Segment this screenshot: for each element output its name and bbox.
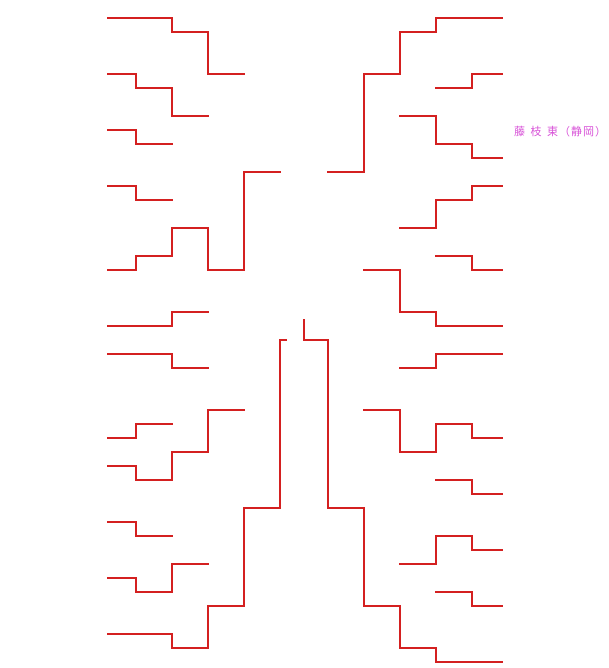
champion-label: 藤 枝 東（静岡） bbox=[514, 125, 607, 138]
bracket-line bbox=[399, 535, 503, 565]
bracket-line bbox=[107, 563, 209, 593]
bracket-line bbox=[327, 17, 503, 173]
bracket-line bbox=[435, 591, 503, 607]
bracket-line bbox=[363, 269, 503, 327]
bracket-line bbox=[435, 479, 503, 495]
bracket-line bbox=[363, 409, 503, 453]
bracket-line bbox=[303, 319, 503, 663]
bracket-line bbox=[107, 409, 245, 481]
bracket-line bbox=[107, 17, 245, 75]
bracket-line bbox=[399, 353, 503, 369]
bracket-line bbox=[107, 171, 281, 271]
bracket-line bbox=[435, 255, 503, 271]
bracket-line bbox=[107, 73, 209, 117]
bracket-line bbox=[107, 311, 209, 327]
bracket-line bbox=[399, 185, 503, 229]
bracket-line bbox=[107, 521, 173, 537]
bracket-line bbox=[435, 73, 503, 89]
bracket-line bbox=[107, 339, 287, 649]
bracket-line bbox=[107, 185, 173, 201]
bracket-line bbox=[399, 115, 503, 159]
bracket-line bbox=[107, 423, 173, 439]
bracket-line bbox=[107, 129, 173, 145]
bracket-line bbox=[107, 353, 209, 369]
